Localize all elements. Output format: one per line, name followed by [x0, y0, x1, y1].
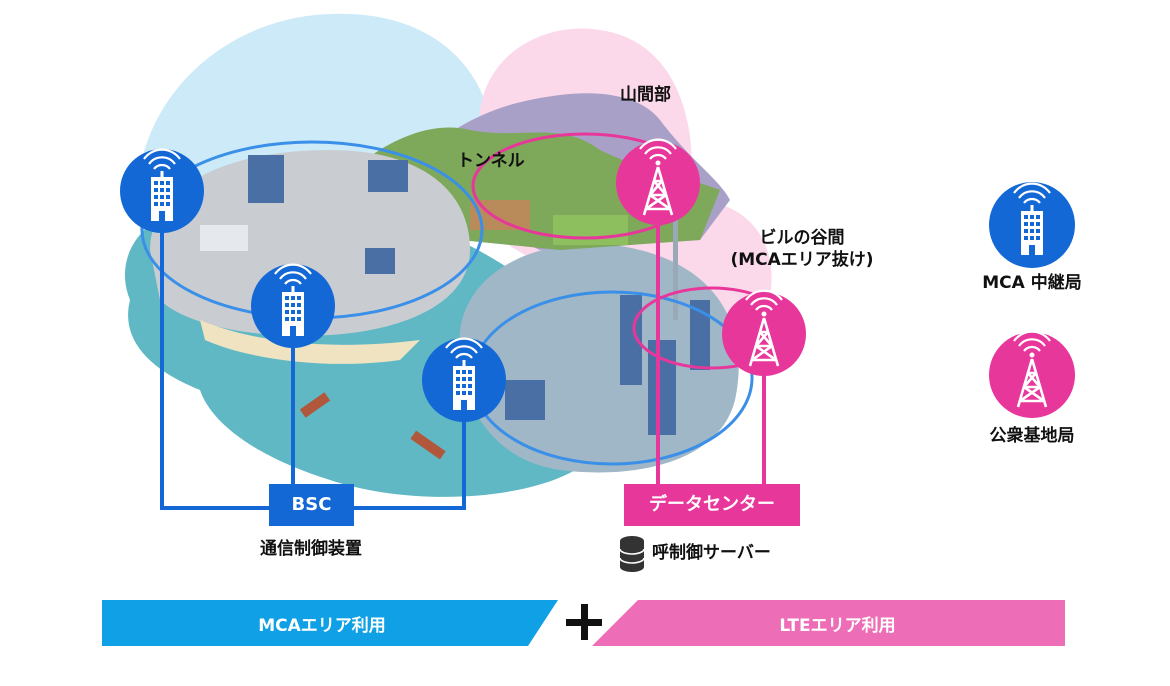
bsc-caption: 通信制御装置 [211, 538, 411, 560]
legend-lte-label: 公衆基地局 [952, 425, 1112, 447]
server-caption: 呼制御サーバー [652, 542, 771, 564]
valley-label: ビルの谷間 (MCAエリア抜け) [712, 227, 892, 271]
legend-lte-icon [989, 332, 1075, 418]
bsc-label: BSC [269, 484, 354, 526]
legend-mca-label: MCA 中継局 [952, 272, 1112, 294]
valley-label-line1: ビルの谷間 [712, 227, 892, 249]
mountain-label: 山間部 [620, 84, 671, 106]
tunnel-label: トンネル [457, 150, 525, 172]
mca-area-bar-label: MCAエリア利用 [102, 600, 542, 646]
mca-relay-station-3 [422, 338, 506, 422]
lte-area-bar-label: LTEエリア利用 [610, 600, 1065, 646]
mca-relay-station-2 [251, 264, 335, 348]
legend-mca-icon [989, 182, 1075, 268]
valley-label-line2: (MCAエリア抜け) [712, 249, 892, 271]
database-icon [620, 536, 644, 572]
datacenter-label: データセンター [624, 484, 800, 526]
plus-icon [564, 602, 604, 642]
mca-relay-station-1 [120, 149, 204, 233]
